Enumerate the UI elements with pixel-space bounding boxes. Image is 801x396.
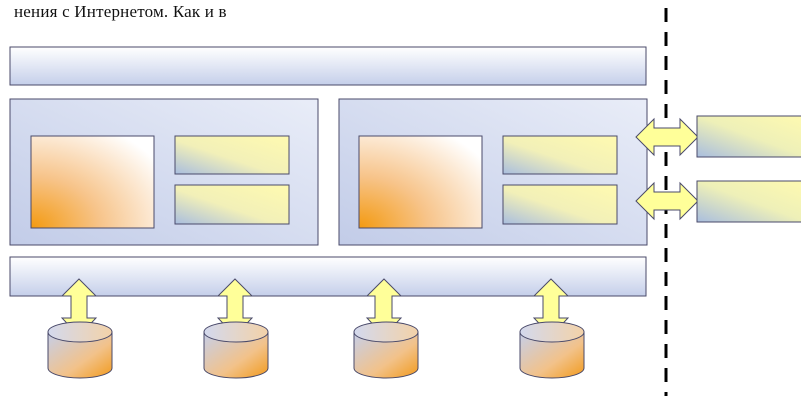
- top-bar: [9, 46, 647, 86]
- sub-block-right-top: [502, 135, 618, 175]
- module-block-right: [358, 135, 483, 229]
- database-1: [47, 321, 113, 379]
- database-3: [353, 321, 419, 379]
- database-2: [203, 321, 269, 379]
- sub-block-right-bottom: [502, 184, 618, 225]
- app-panel-left: [9, 98, 319, 246]
- module-block-left: [30, 135, 155, 229]
- database-4: [519, 321, 585, 379]
- external-system-bottom: [696, 180, 801, 223]
- sub-block-left-bottom: [174, 184, 290, 225]
- sub-block-left-top: [174, 135, 290, 175]
- external-system-top: [696, 115, 801, 158]
- app-panel-right: [338, 98, 648, 246]
- caption-text: нения с Интернетом. Как и в: [14, 2, 227, 21]
